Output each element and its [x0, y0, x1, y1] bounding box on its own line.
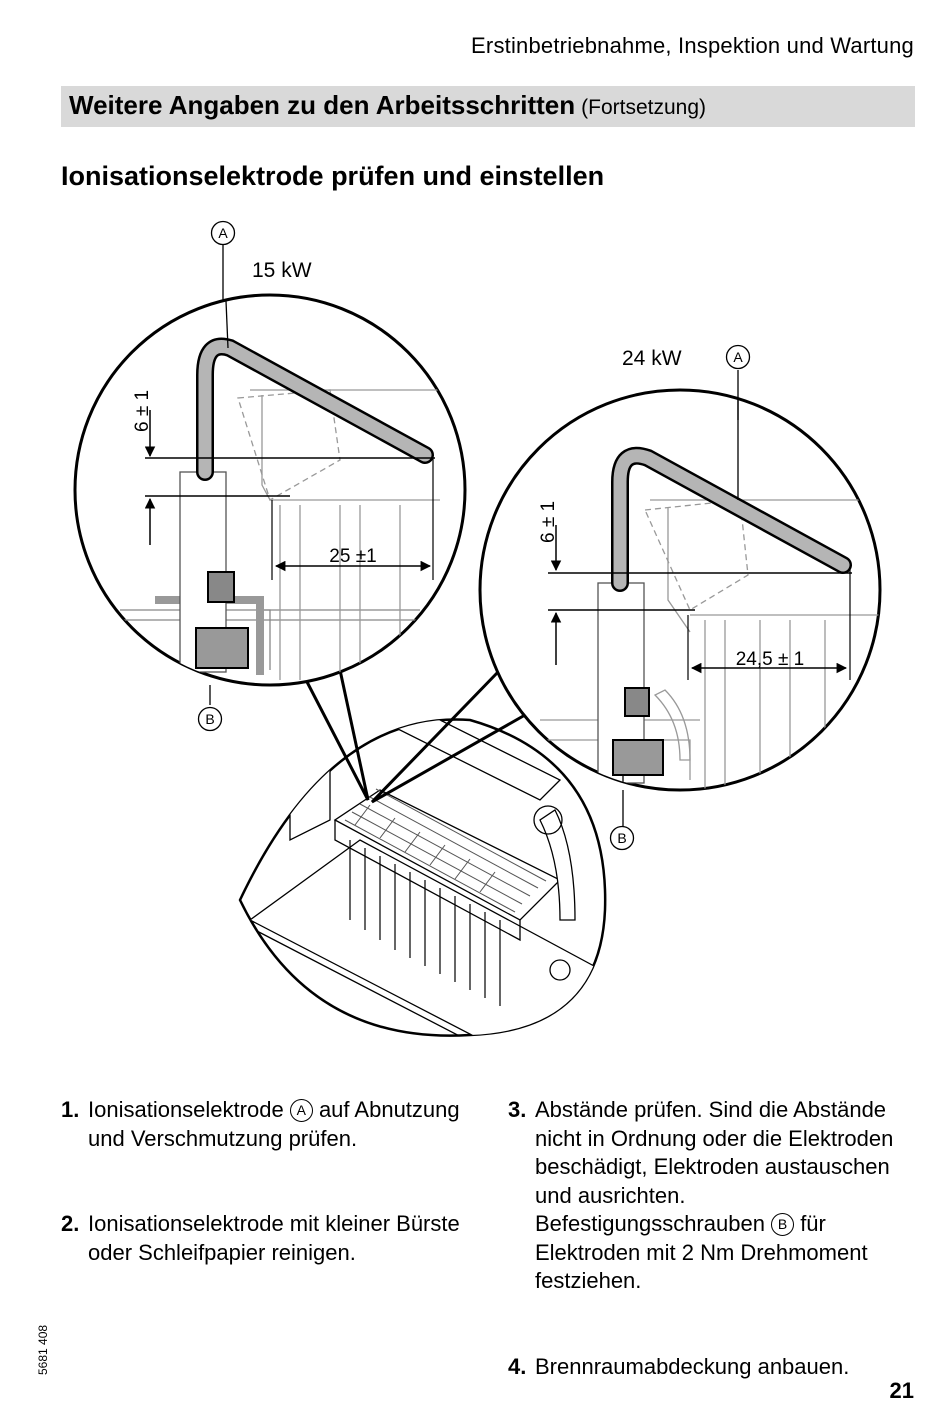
step-2-text: Ionisationselektrode mit kleiner Bürste …	[88, 1211, 460, 1265]
dim-horizontal-right: 24,5 ± 1	[736, 649, 805, 670]
step-3: 3. Abstände prüfen. Sind die Abstände ni…	[508, 1096, 898, 1296]
dim-horizontal-left: 25 ±1	[329, 546, 376, 567]
marker-b-left-label: B	[205, 711, 214, 727]
burner-cells	[344, 788, 547, 913]
step-4: 4. Brennraumabdeckung anbauen.	[508, 1353, 908, 1382]
marker-a-left-label: A	[218, 225, 228, 241]
header-chapter-title: Erstinbetriebnahme, Inspektion und Wartu…	[471, 33, 914, 58]
step-2: 2. Ionisationselektrode mit kleiner Bürs…	[61, 1210, 491, 1267]
document-number: 5681 408	[36, 1324, 50, 1375]
power-15kw: 15 kW	[252, 259, 312, 282]
step-1-text-post: auf Abnutzung und Verschmutzung prüfen.	[88, 1097, 460, 1151]
marker-b-right	[609, 825, 635, 851]
subheading: Ionisationselektrode prüfen und einstell…	[61, 161, 605, 191]
dim-vertical-left: 6 ± 1	[132, 390, 153, 432]
step-2-number: 2.	[61, 1211, 80, 1236]
page-number: 21	[889, 1378, 914, 1403]
step-1-marker: A	[289, 1099, 313, 1122]
step-1-text-pre: Ionisationselektrode	[88, 1097, 284, 1122]
step-3-marker: B	[771, 1213, 795, 1236]
step-1-number: 1.	[61, 1097, 80, 1122]
step-4-number: 4.	[508, 1354, 527, 1379]
detail-15kw	[73, 293, 467, 687]
step-3-text: Abstände prüfen. Sind die Abstände nicht…	[535, 1097, 894, 1208]
step-1: 1. Ionisationselektrode A auf Abnutzung …	[61, 1096, 471, 1153]
burner-fins	[349, 840, 501, 1006]
callout-pointers	[303, 669, 526, 804]
section-continuation: (Fortsetzung)	[581, 96, 706, 119]
power-24kw: 24 kW	[622, 347, 682, 370]
marker-b-right-label: B	[617, 830, 626, 846]
step-4-text: Brennraumabdeckung anbauen.	[535, 1354, 850, 1379]
step-3-text-post: für Elektroden mit 2 Nm Dreh­moment fest…	[535, 1211, 868, 1293]
detail-24kw	[478, 388, 882, 792]
step-3-text-pre: Befestigungsschrauben	[535, 1211, 765, 1236]
marker-a-right	[725, 344, 751, 370]
marker-a-right-label: A	[733, 349, 743, 365]
step-3-number: 3.	[508, 1097, 527, 1122]
section-bar: Weitere Angaben zu den Arbeitsschritten(…	[61, 86, 915, 127]
leader-lines	[209, 245, 739, 826]
marker-b-left	[197, 706, 223, 732]
section-title: Weitere Angaben zu den Arbeitsschritten(…	[69, 90, 706, 120]
marker-a-left	[210, 220, 236, 246]
dim-vertical-right: 6 ± 1	[538, 501, 559, 543]
electrode-diagram: A 15 kW 6 ± 1 25 ±1 B 24 kW A 6 ± 1 24,5…	[73, 220, 882, 1037]
